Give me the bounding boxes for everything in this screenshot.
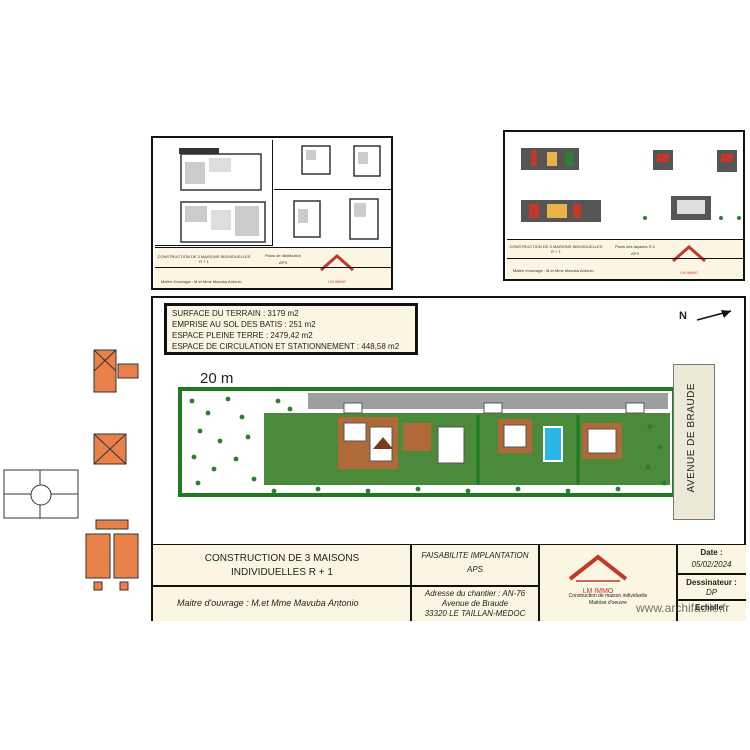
title-owner: Maitre d'ouvrage : M.et Mme Mavuba Anton…	[177, 598, 359, 608]
plan-ground-floor-drawing	[179, 148, 266, 243]
title-designer-cell: Dessinateur : DP	[677, 574, 746, 600]
road-avenue: AVENUE DE BRAUDE	[673, 364, 715, 520]
mini-left-owner: Maitre d'ouvrage : M.et Mme Mavuba Anton…	[161, 279, 242, 284]
title-company-line2: Maitrise d'oeuvre	[589, 600, 627, 606]
mini-left-divider	[155, 267, 391, 268]
mini-title-block-left: CONSTRUCTION DE 3 MAISONS INDIVIDUELLES …	[155, 247, 391, 288]
sheet-floor-plans: CONSTRUCTION DE 3 MAISONS INDIVIDUELLES …	[151, 136, 393, 290]
stat-surface: SURFACE DU TERRAIN : 3179 m2	[172, 309, 299, 318]
site-stats-box: SURFACE DU TERRAIN : 3179 m2 EMPRISE AU …	[164, 303, 418, 355]
title-designer-label: Dessinateur :	[686, 578, 737, 587]
watermark: www.archifacile.fr	[636, 601, 730, 615]
plan-ground-floor	[155, 140, 273, 246]
plan-floor-1	[274, 140, 391, 190]
mini-right-phase: APS	[630, 251, 639, 256]
title-phase-cell: FAISABILITE IMPLANTATION APS	[411, 544, 539, 586]
mini-right-divider	[507, 258, 743, 259]
mini-right-owner: Maitre d'ouvrage : M.et Mme Mavuba Anton…	[513, 268, 594, 273]
title-scale-label: Echelle :	[695, 603, 728, 612]
plan-floor-1-drawing	[301, 145, 381, 177]
mini-left-phase-title: Plans de distribution	[264, 253, 302, 258]
title-project: CONSTRUCTION DE 3 MAISONS INDIVIDUELLES …	[204, 553, 360, 578]
title-address-line2: Avenue de Braude	[441, 599, 509, 608]
mini-right-logo-text: LM IMMO	[680, 270, 698, 275]
house-logo-icon	[320, 254, 354, 272]
title-company-line1: Construction de maison individuelle	[568, 593, 648, 599]
title-date-cell: Date : 05/02/2024	[677, 544, 746, 574]
title-date-value: 05/02/2024	[691, 560, 732, 569]
title-phase: APS	[466, 565, 483, 574]
building-legend	[3, 349, 139, 591]
stat-circulation: ESPACE DE CIRCULATION ET STATIONNEMENT :…	[172, 342, 400, 351]
main-sheet: SURFACE DU TERRAIN : 3179 m2 EMPRISE AU …	[151, 296, 746, 621]
sheet-facades: CONSTRUCTION DE 3 MAISONS INDIVIDUELLES …	[503, 130, 745, 281]
title-designer-value: DP	[705, 588, 718, 597]
house-logo-icon	[672, 245, 706, 263]
mini-left-project: CONSTRUCTION DE 3 MAISONS INDIVIDUELLES …	[157, 254, 251, 264]
title-logo-cell: LM IMMO Construction de maison individue…	[539, 544, 677, 621]
plan-floor-2-drawing	[293, 198, 379, 240]
house-logo-icon	[568, 554, 628, 582]
title-scale-cell: Echelle :	[677, 600, 746, 621]
plan-floor-2	[274, 191, 391, 246]
mini-left-phase: APS	[278, 260, 287, 265]
title-date-label: Date :	[700, 548, 723, 557]
title-logo: LM IMMO	[566, 553, 630, 595]
title-phase-title: FAISABILITE IMPLANTATION	[421, 551, 529, 560]
title-address-cell: Adresse du chantier : AN-76 Avenue de Br…	[411, 586, 539, 621]
mini-right-logo: LM IMMO	[669, 243, 709, 275]
north-arrow: N	[679, 308, 739, 328]
scale-label: 20 m	[200, 370, 234, 387]
road-label: AVENUE DE BRAUDE	[686, 383, 697, 493]
north-arrow-icon	[696, 310, 732, 321]
title-address-line1: Adresse du chantier : AN-76	[424, 589, 526, 598]
mini-right-phase-title: Plans des façades R.2	[614, 244, 656, 249]
site-plan	[178, 387, 676, 497]
title-project-cell: CONSTRUCTION DE 3 MAISONS INDIVIDUELLES …	[153, 544, 411, 586]
mini-title-block-right: CONSTRUCTION DE 3 MAISONS INDIVIDUELLES …	[507, 239, 743, 279]
title-owner-cell: Maitre d'ouvrage : M.et Mme Mavuba Anton…	[153, 586, 411, 621]
mini-left-logo-text: LM IMMO	[328, 279, 346, 284]
title-address-line3: 33320 LE TAILLAN-MEDOC	[424, 609, 526, 618]
mini-left-logo: LM IMMO	[317, 252, 357, 284]
facade-drawings	[521, 148, 741, 222]
stat-emprise: EMPRISE AU SOL DES BATIS : 251 m2	[172, 320, 316, 329]
stat-pleine-terre: ESPACE PLEINE TERRE : 2479,42 m2	[172, 331, 313, 340]
mini-right-project: CONSTRUCTION DE 3 MAISONS INDIVIDUELLES …	[509, 244, 603, 254]
title-logo-text: LM IMMO	[582, 588, 614, 595]
north-label: N	[679, 310, 687, 322]
